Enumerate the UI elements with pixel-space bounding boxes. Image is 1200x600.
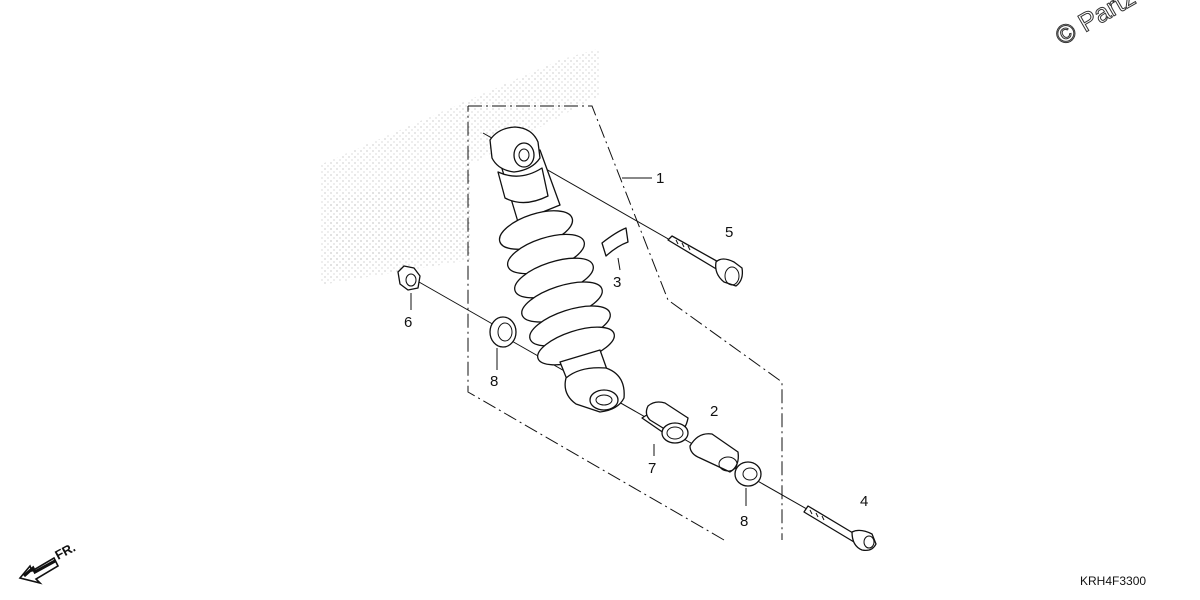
callout-5: 5: [725, 224, 733, 241]
copyright-watermark: © Partz: [1050, 0, 1140, 51]
callout-4: 4: [860, 493, 868, 510]
callouts: 1 2 3 4 5 6 7 8 8: [404, 170, 868, 530]
diagram-code: KRH4F3300: [1080, 574, 1146, 588]
callout-8-left: 8: [490, 373, 498, 390]
lower-bolt: [803, 505, 877, 552]
label-part: [601, 227, 629, 257]
collar: [689, 433, 739, 473]
leader-lines: [410, 177, 747, 506]
nut: [397, 265, 421, 291]
callout-2: 2: [710, 403, 718, 420]
frame-ghost: [320, 48, 600, 285]
callout-7: 7: [648, 460, 656, 477]
spring-coils: [498, 210, 615, 366]
assembly-outline: [467, 105, 783, 541]
front-label: FR.: [52, 540, 78, 563]
callout-3: 3: [613, 274, 621, 291]
upper-bolt: [667, 235, 744, 287]
axis-lines: [411, 132, 871, 546]
dust-seal-left: [489, 316, 517, 348]
dust-seal-right: [734, 461, 762, 487]
callout-6: 6: [404, 314, 412, 331]
bushing: [641, 401, 689, 444]
callout-1: 1: [656, 170, 664, 187]
callout-8-right: 8: [740, 513, 748, 530]
shock-absorber: [489, 126, 625, 413]
front-arrow-icon: FR.: [18, 540, 78, 585]
